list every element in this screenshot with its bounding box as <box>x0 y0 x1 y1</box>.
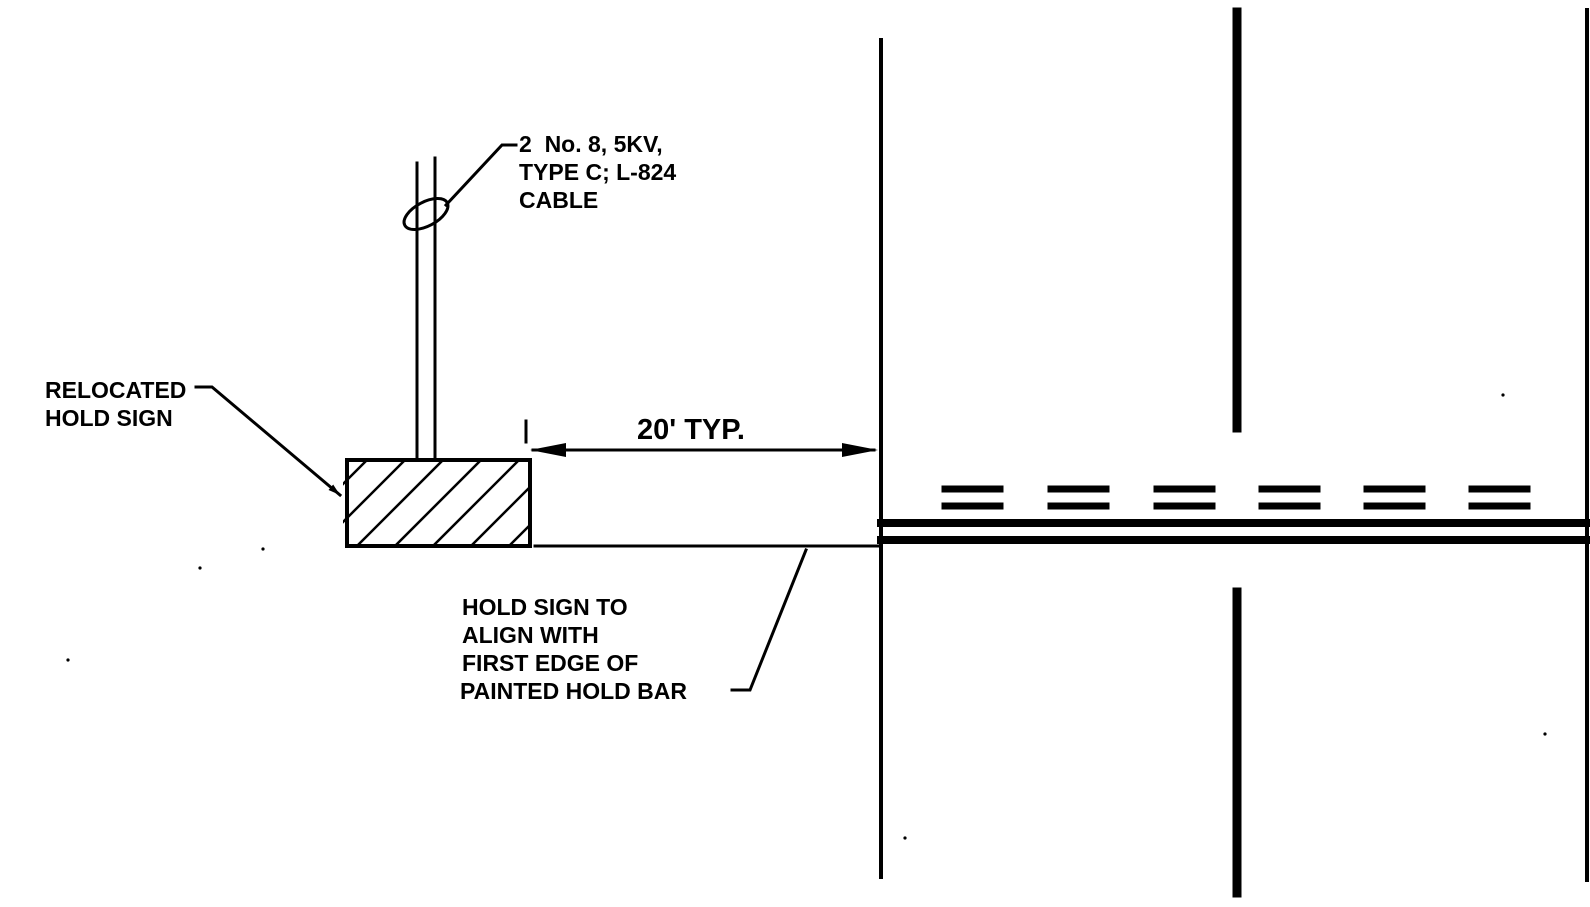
alignment-note-line2: ALIGN WITH <box>462 622 599 648</box>
hold-sign-box <box>343 458 532 548</box>
cable-leader-line <box>443 143 518 208</box>
alignment-note-line1: HOLD SIGN TO <box>462 594 628 620</box>
alignment-note-line4: PAINTED HOLD BAR <box>460 678 687 704</box>
dimension-label: 20' TYP. <box>637 414 745 446</box>
relocated-sign-label-line1: RELOCATED <box>45 377 186 403</box>
hold-bar-dashed-lines <box>941 485 1531 510</box>
cable-note-line2: TYPE C; L-824 <box>519 159 676 185</box>
dimension-arrow-left <box>530 443 566 457</box>
relocated-sign-label-line2: HOLD SIGN <box>45 405 173 431</box>
alignment-leader-line <box>730 548 808 692</box>
scan-dots <box>66 393 1547 840</box>
cable-callout-ellipse <box>402 197 450 231</box>
alignment-note-line3: FIRST EDGE OF <box>462 650 638 676</box>
cable-note-line3: CABLE <box>519 187 598 213</box>
relocated-sign-leader-line <box>194 385 343 498</box>
cable-note-line1: 2 No. 8, 5KV, <box>519 131 663 157</box>
dimension-arrow-right <box>842 443 878 457</box>
